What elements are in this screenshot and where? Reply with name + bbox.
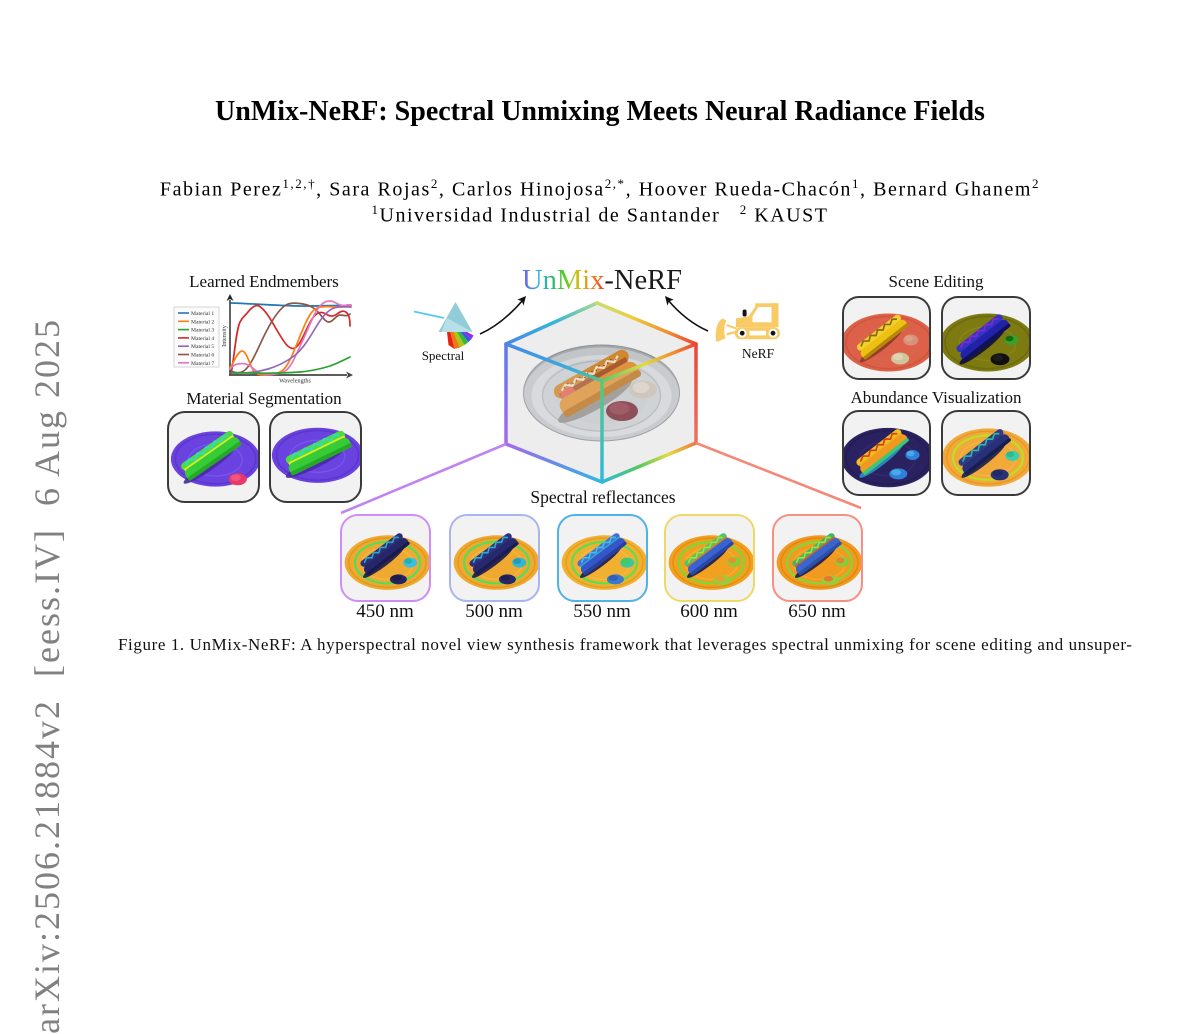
svg-text:Material 3: Material 3 bbox=[191, 328, 214, 334]
svg-text:Material 4: Material 4 bbox=[191, 336, 214, 342]
svg-text:Material 5: Material 5 bbox=[191, 344, 214, 350]
svg-text:Material 7: Material 7 bbox=[191, 361, 214, 367]
svg-text:Material 1: Material 1 bbox=[191, 311, 214, 317]
svg-text:Material 2: Material 2 bbox=[191, 319, 214, 325]
svg-text:Wavelengths: Wavelengths bbox=[279, 378, 311, 385]
svg-text:Intensity: Intensity bbox=[221, 324, 228, 347]
svg-text:Material 6: Material 6 bbox=[191, 353, 214, 359]
